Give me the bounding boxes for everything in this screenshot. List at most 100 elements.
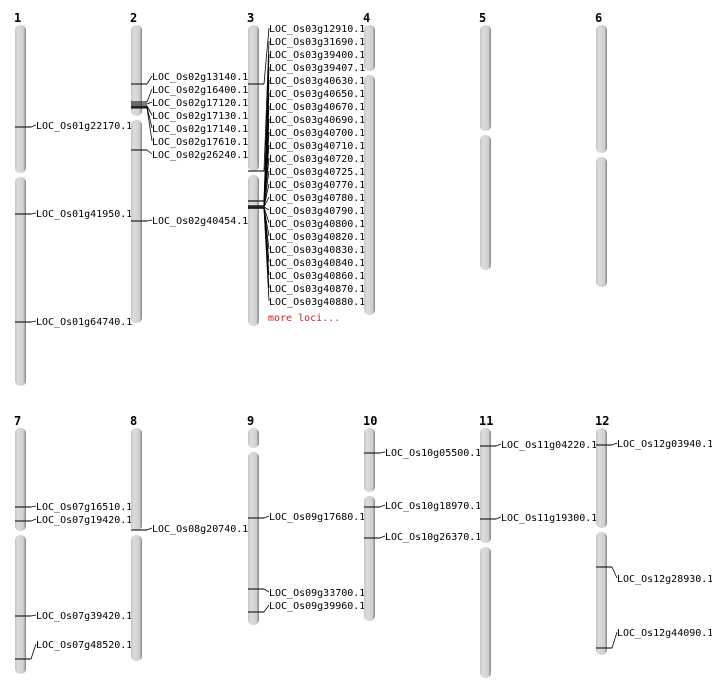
locus-label[interactable]: LOC_Os01g22170.1 (36, 121, 132, 132)
locus-label[interactable]: LOC_Os03g39400.1 (269, 50, 365, 61)
locus-label[interactable]: LOC_Os03g40820.1 (269, 232, 365, 243)
locus-connector (146, 527, 153, 531)
locus-label[interactable]: LOC_Os03g40725.1 (269, 167, 365, 178)
locus-label[interactable]: LOC_Os03g40860.1 (269, 271, 365, 282)
chromosome-label: 6 (595, 11, 602, 25)
locus-label[interactable]: LOC_Os03g40870.1 (269, 284, 365, 295)
locus-connector (30, 614, 37, 617)
locus-label[interactable]: LOC_Os09g17680.1 (269, 512, 365, 523)
locus-label[interactable]: LOC_Os01g64740.1 (36, 317, 132, 328)
locus-label[interactable]: LOC_Os03g40780.1 (269, 193, 365, 204)
locus-label[interactable]: LOC_Os03g40630.1 (269, 76, 365, 87)
locus-label[interactable]: LOC_Os03g40840.1 (269, 258, 365, 269)
chromosome-11-long-arm[interactable] (480, 547, 491, 678)
locus-connector (263, 206, 270, 224)
locus-label[interactable]: LOC_Os03g40770.1 (269, 180, 365, 191)
chromosome-6-long-arm[interactable] (596, 157, 607, 287)
locus-label[interactable]: LOC_Os02g17140.1 (152, 124, 248, 135)
locus-label[interactable]: LOC_Os11g04220.1 (501, 440, 597, 451)
chromosome-7-long-arm[interactable] (15, 535, 26, 674)
chromosome-11-short-arm[interactable] (480, 428, 491, 543)
locus-label[interactable]: LOC_Os03g40800.1 (269, 219, 365, 230)
chromosome-label: 7 (14, 414, 21, 428)
chromosome-7-short-arm[interactable] (15, 428, 26, 531)
chromosome-8-short-arm[interactable] (131, 428, 142, 531)
locus-label[interactable]: LOC_Os01g41950.1 (36, 209, 132, 220)
locus-label[interactable]: LOC_Os02g16400.1 (152, 85, 248, 96)
chromosome-12-long-arm[interactable] (596, 532, 607, 655)
locus-label[interactable]: LOC_Os07g48520.1 (36, 640, 132, 651)
chromosome-label: 8 (130, 414, 137, 428)
locus-label[interactable]: LOC_Os03g31690.1 (269, 37, 365, 48)
locus-label[interactable]: LOC_Os09g33700.1 (269, 588, 365, 599)
chromosome-1-long-arm[interactable] (15, 177, 26, 386)
chromosome-3-short-arm[interactable] (248, 25, 259, 171)
chromosome-8-long-arm[interactable] (131, 535, 142, 661)
locus-label[interactable]: LOC_Os12g44090.1 (617, 628, 712, 639)
locus-label[interactable]: LOC_Os10g26370.1 (385, 532, 481, 543)
locus-label[interactable]: LOC_Os11g19300.1 (501, 513, 597, 524)
locus-label[interactable]: LOC_Os12g28930.1 (617, 574, 712, 585)
locus-label[interactable]: LOC_Os10g18970.1 (385, 501, 481, 512)
locus-label[interactable]: LOC_Os02g17120.1 (152, 98, 248, 109)
locus-label[interactable]: LOC_Os03g40650.1 (269, 89, 365, 100)
locus-connector (30, 124, 37, 128)
locus-connector (146, 88, 153, 103)
locus-connector (30, 643, 37, 660)
locus-label[interactable]: LOC_Os02g17610.1 (152, 137, 248, 148)
chromosome-1-short-arm[interactable] (15, 25, 26, 173)
locus-label[interactable]: LOC_Os10g05500.1 (385, 448, 481, 459)
locus-label[interactable]: LOC_Os09g39960.1 (269, 601, 365, 612)
locus-connector (379, 451, 386, 454)
locus-label[interactable]: LOC_Os03g12910.1 (269, 24, 365, 35)
chromosome-5-long-arm[interactable] (480, 135, 491, 270)
locus-label[interactable]: LOC_Os03g39407.1 (269, 63, 365, 74)
locus-connector (146, 101, 153, 105)
locus-label[interactable]: LOC_Os12g03940.1 (617, 439, 712, 450)
locus-label[interactable]: LOC_Os03g40690.1 (269, 115, 365, 126)
locus-label[interactable]: LOC_Os03g40720.1 (269, 154, 365, 165)
more-loci-link[interactable]: more loci... (268, 313, 340, 324)
locus-connector (495, 443, 502, 447)
locus-connector (495, 516, 502, 520)
locus-label[interactable]: LOC_Os02g17130.1 (152, 111, 248, 122)
chromosome-3-long-arm[interactable] (248, 175, 259, 326)
locus-label[interactable]: LOC_Os03g40790.1 (269, 206, 365, 217)
locus-label[interactable]: LOC_Os02g40454.1 (152, 216, 248, 227)
locus-connector (146, 106, 153, 129)
chromosome-6-short-arm[interactable] (596, 25, 607, 153)
locus-connector (611, 566, 618, 579)
chromosome-2-short-arm[interactable] (131, 25, 142, 116)
locus-label[interactable]: LOC_Os07g19420.1 (36, 515, 132, 526)
chromosome-5-short-arm[interactable] (480, 25, 491, 131)
chromosome-9-short-arm[interactable] (248, 428, 259, 448)
locus-label[interactable]: LOC_Os02g13140.1 (152, 72, 248, 83)
locus-connector (30, 505, 37, 508)
locus-label[interactable]: LOC_Os03g40880.1 (269, 297, 365, 308)
chromosome-10-short-arm[interactable] (364, 428, 375, 492)
chromosome-4-long-arm[interactable] (364, 75, 375, 315)
chromosome-4-short-arm[interactable] (364, 25, 375, 71)
locus-connector (611, 442, 618, 446)
locus-label[interactable]: LOC_Os03g40830.1 (269, 245, 365, 256)
locus-label[interactable]: LOC_Os08g20740.1 (152, 524, 248, 535)
locus-label[interactable]: LOC_Os07g39420.1 (36, 611, 132, 622)
chromosome-12-short-arm[interactable] (596, 428, 607, 528)
locus-label[interactable]: LOC_Os03g40670.1 (269, 102, 365, 113)
chromosome-label: 2 (130, 11, 137, 25)
locus-connector (611, 631, 618, 649)
locus-connector (30, 320, 37, 323)
locus-label[interactable]: LOC_Os03g40700.1 (269, 128, 365, 139)
locus-connector (263, 27, 270, 85)
locus-label[interactable]: LOC_Os07g16510.1 (36, 502, 132, 513)
locus-connector (379, 504, 386, 508)
chromosome-label: 11 (479, 414, 493, 428)
chromosome-9-long-arm[interactable] (248, 452, 259, 625)
chromosome-10-long-arm[interactable] (364, 496, 375, 621)
locus-label[interactable]: LOC_Os03g40710.1 (269, 141, 365, 152)
chromosome-label: 5 (479, 11, 486, 25)
locus-label[interactable]: LOC_Os02g26240.1 (152, 150, 248, 161)
locus-connector (263, 196, 270, 208)
chromosome-label: 4 (363, 11, 370, 25)
